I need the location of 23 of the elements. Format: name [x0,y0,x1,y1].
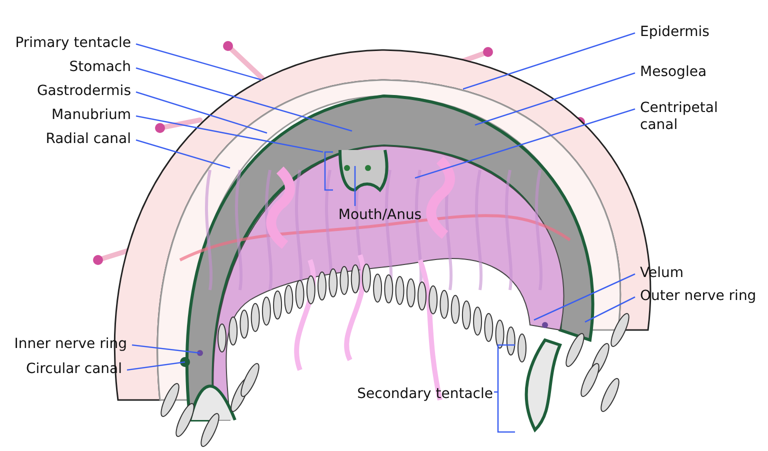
part-label: Mouth/Anus [338,207,422,224]
leader-line [354,166,356,206]
part-label: Mesoglea [640,64,707,81]
part-label: Epidermis [640,24,710,41]
leader-line [136,91,268,134]
leader-line [132,344,200,354]
part-label: Radial canal [46,131,131,148]
leader-line [136,115,324,153]
leader-line [462,32,636,90]
leader-line [584,296,636,323]
leader-line [136,139,230,169]
part-label: Primary tentacle [15,35,131,52]
leader-line [136,43,262,81]
part-label: Centripetal canal [640,100,735,134]
part-label: Stomach [69,59,131,76]
leader-line [136,67,352,132]
part-label: Gastrodermis [36,83,131,100]
leader-line [126,361,186,371]
leader-line [534,273,636,321]
leader-line [474,72,636,126]
part-label: Secondary tentacle [357,386,493,403]
part-label: Manubrium [52,107,131,124]
leader-line [414,108,636,179]
